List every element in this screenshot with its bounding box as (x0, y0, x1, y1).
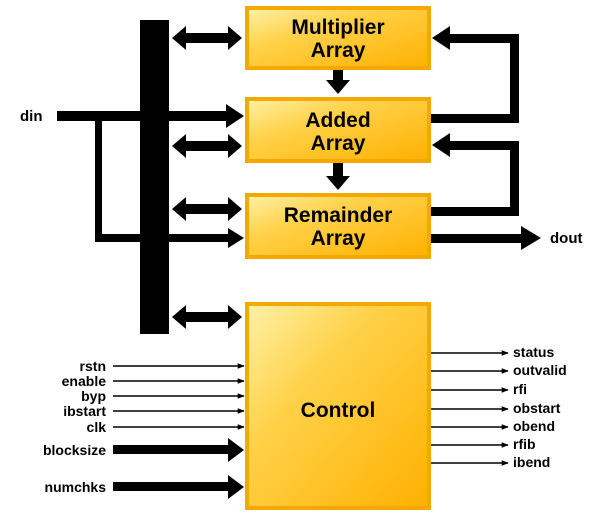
output-label-rfi: rfi (513, 381, 527, 397)
remainder-array-block: Remainder Array (245, 193, 431, 259)
bus-bar (140, 20, 169, 334)
control-outputs (431, 350, 509, 466)
multiplier-title-line2: Array (311, 39, 366, 62)
multiplier-array-block: Multiplier Array (245, 6, 431, 70)
bus-arrow-multiplier (172, 26, 242, 50)
din-label: din (20, 108, 43, 125)
output-label-outvalid: outvalid (513, 362, 567, 378)
output-label-status: status (513, 344, 554, 360)
dout-wire (431, 226, 541, 250)
feedback-loops (431, 26, 519, 216)
din-wire (57, 104, 244, 248)
control-title: Control (301, 399, 376, 422)
bus-arrow-added (172, 134, 242, 158)
bus-arrow-control (172, 305, 242, 329)
added-title-line2: Array (311, 132, 366, 155)
input-label-clk: clk (87, 419, 107, 435)
bus-arrow-remainder (172, 197, 242, 221)
control-output-labels: status outvalid rfi obstart obend rfib i… (513, 344, 567, 470)
input-label-enable: enable (62, 373, 107, 389)
input-label-ibstart: ibstart (63, 403, 106, 419)
bus-double-arrows (172, 26, 242, 329)
input-label-blocksize: blocksize (43, 442, 106, 458)
block-down-arrows (326, 70, 350, 190)
control-inputs (113, 363, 245, 499)
output-label-obend: obend (513, 418, 555, 434)
input-label-rstn: rstn (80, 358, 106, 374)
output-label-ibend: ibend (513, 454, 550, 470)
dout-label: dout (550, 230, 582, 247)
multiplier-title-line1: Multiplier (291, 16, 384, 39)
control-input-labels: rstn enable byp ibstart clk blocksize nu… (43, 358, 106, 495)
output-label-rfib: rfib (513, 436, 536, 452)
added-title-line1: Added (305, 109, 370, 132)
input-label-numchks: numchks (45, 479, 107, 495)
added-array-block: Added Array (245, 97, 431, 163)
remainder-title-line1: Remainder (284, 204, 393, 227)
control-block: Control (245, 302, 431, 510)
remainder-title-line2: Array (311, 227, 366, 250)
input-label-byp: byp (81, 388, 106, 404)
output-label-obstart: obstart (513, 400, 561, 416)
